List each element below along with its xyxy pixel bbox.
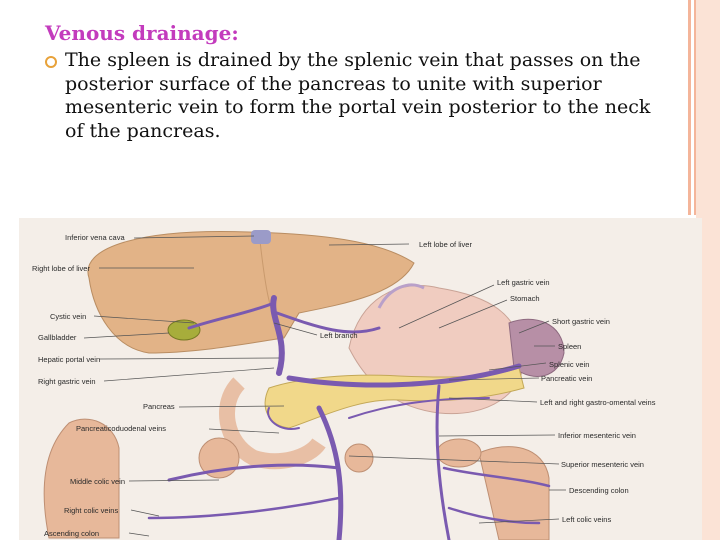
spleen-shape <box>508 318 565 377</box>
liver-shape <box>87 231 415 354</box>
label-gastro-omental-veins: Left and right gastro-omental veins <box>540 398 656 407</box>
bullet-text: The spleen is drained by the splenic vei… <box>65 49 651 142</box>
ascending-colon-shape <box>43 418 120 539</box>
label-descending-colon: Descending colon <box>569 486 629 495</box>
descending-colon-shape <box>478 446 550 540</box>
label-hepatic-portal-vein: Hepatic portal vein <box>38 355 100 364</box>
label-superior-mesenteric-vein: Superior mesenteric vein <box>561 460 644 469</box>
label-ascending-colon: Ascending colon <box>44 529 99 538</box>
label-inferior-vena-cava: Inferior vena cava <box>65 233 125 242</box>
label-left-gastric-vein: Left gastric vein <box>497 278 550 287</box>
gallbladder-shape <box>167 319 201 341</box>
slide-heading: Venous drainage: <box>45 21 239 45</box>
decorative-bar <box>688 0 691 215</box>
label-spleen: Spleen <box>558 342 581 351</box>
label-left-branch: Left branch <box>320 331 358 340</box>
label-left-lobe-of-liver: Left lobe of liver <box>419 240 472 249</box>
label-inferior-mesenteric-vein: Inferior mesenteric vein <box>558 431 636 440</box>
portal-venous-system-illustration: Inferior vena cava Right lobe of liver C… <box>19 218 702 540</box>
label-left-colic-veins: Left colic veins <box>562 515 611 524</box>
label-gallbladder: Gallbladder <box>38 333 77 342</box>
bullet-item: The spleen is drained by the splenic vei… <box>45 49 665 143</box>
label-cystic-vein: Cystic vein <box>50 312 86 321</box>
label-splenic-vein: Splenic vein <box>549 360 589 369</box>
label-right-colic-veins: Right colic veins <box>64 506 118 515</box>
label-stomach: Stomach <box>510 294 540 303</box>
label-short-gastric-vein: Short gastric vein <box>552 317 610 326</box>
decorative-bar <box>694 0 697 215</box>
label-pancreatic-vein: Pancreatic vein <box>541 374 592 383</box>
label-middle-colic-vein: Middle colic vein <box>70 477 125 486</box>
label-pancreas: Pancreas <box>143 402 175 411</box>
label-right-gastric-vein: Right gastric vein <box>38 377 96 386</box>
label-right-lobe-of-liver: Right lobe of liver <box>32 264 90 273</box>
bullet-icon <box>45 56 57 68</box>
label-pancreaticoduodenal-veins: Pancreaticoduodenal veins <box>76 424 166 433</box>
